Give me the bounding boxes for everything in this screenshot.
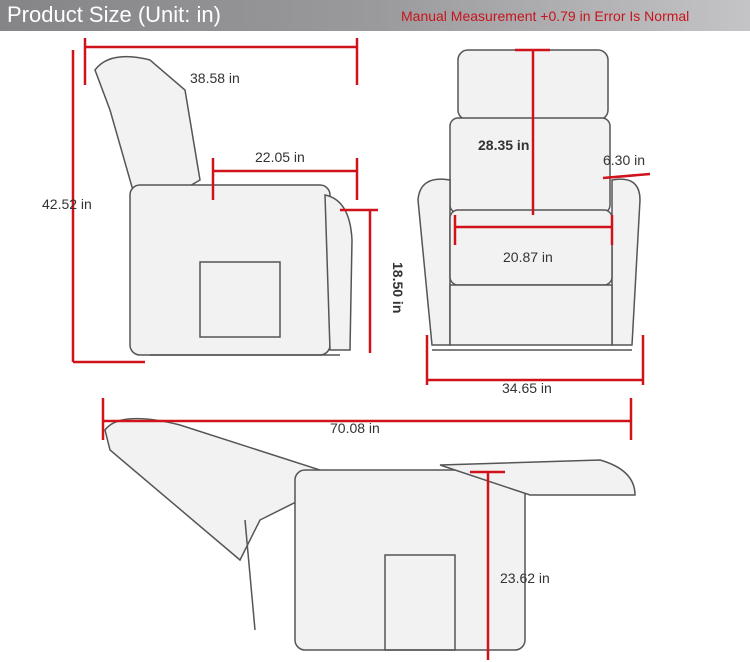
side-view-chair (94, 55, 353, 356)
seat-depth-label: 22.05 in (255, 149, 305, 165)
header-bar: Product Size (Unit: in) Manual Measureme… (0, 0, 750, 31)
dimension-lines (71, 38, 651, 660)
front-view-chair (417, 49, 641, 351)
measurement-note: Manual Measurement +0.79 in Error Is Nor… (401, 8, 690, 24)
seat-width-label: 20.87 in (503, 249, 553, 265)
back-height-label: 28.35 in (478, 137, 530, 153)
side-depth-label: 38.58 in (190, 70, 240, 86)
reclined-view-chair (104, 417, 636, 651)
front-width-label: 34.65 in (502, 380, 552, 396)
page-title: Product Size (Unit: in) (7, 2, 221, 27)
reclined-length-label: 70.08 in (330, 420, 380, 436)
side-height-label: 42.52 in (42, 196, 92, 212)
arm-height-label: 23.62 in (500, 570, 550, 586)
arm-width-label: 6.30 in (603, 152, 646, 168)
seat-height-label: 18.50 in (390, 262, 406, 314)
